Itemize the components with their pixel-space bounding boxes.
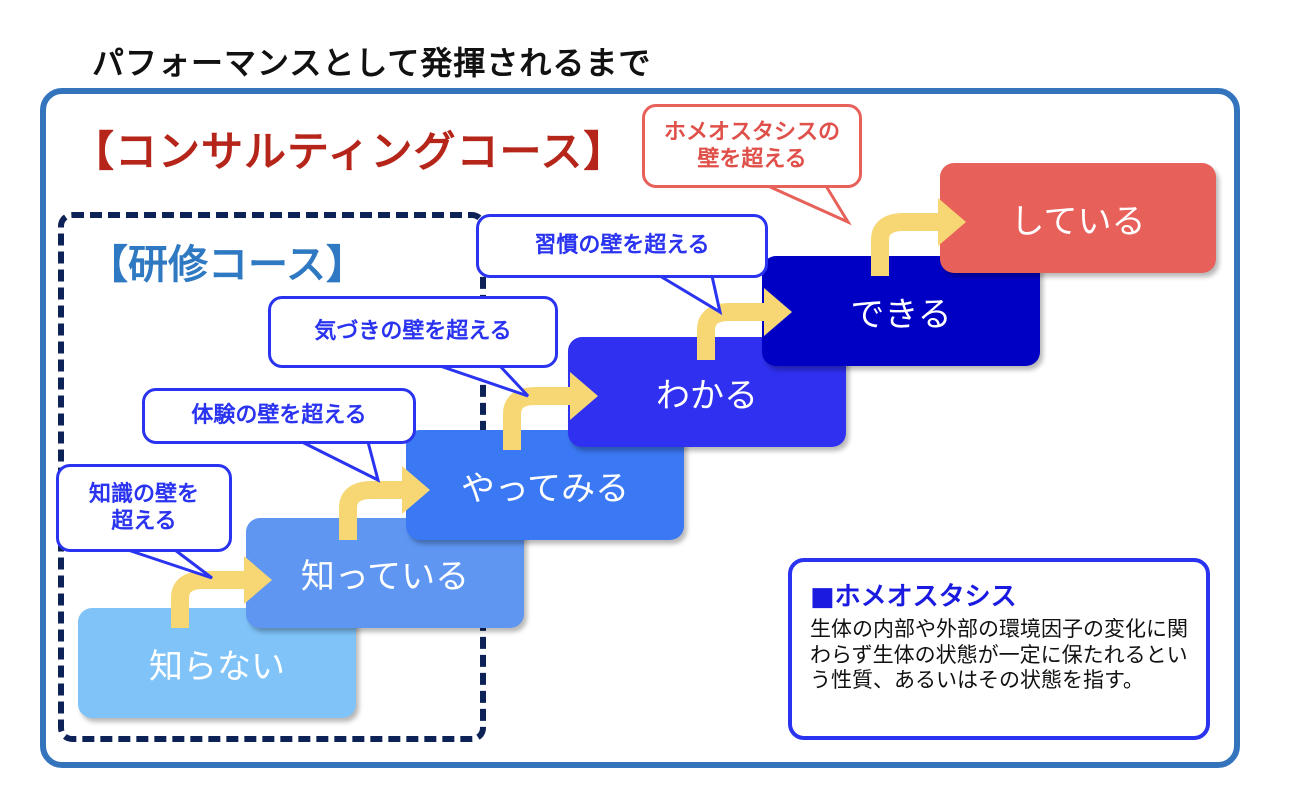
step-dekiru: できる bbox=[762, 256, 1040, 366]
curved-arrow-icon bbox=[871, 213, 942, 276]
bubble-tail-outline bbox=[767, 184, 852, 226]
definition-body: 生体の内部や外部の環境因子の変化に関わらず生体の状態が一定に保たれるという性質、… bbox=[810, 617, 1188, 693]
step-label: 知らない bbox=[149, 646, 285, 687]
step-label: 知っている bbox=[300, 556, 470, 597]
bubble-tail-outline bbox=[659, 274, 723, 316]
step-label: できる bbox=[850, 294, 952, 335]
training-course-label: 【研修コース】 bbox=[88, 242, 366, 288]
curved-arrow-icon bbox=[171, 571, 248, 628]
bubble-tail-outline bbox=[127, 548, 213, 580]
bubble-experience-wall: 体験の壁を超える bbox=[142, 388, 416, 444]
bubble-tail-outline bbox=[439, 364, 530, 398]
homeostasis-definition-box: ■ホメオスタシス 生体の内部や外部の環境因子の変化に関わらず生体の状態が一定に保… bbox=[788, 558, 1210, 740]
bubble-text: 体験の壁を超える bbox=[191, 403, 367, 429]
bubble-text: 習慣の壁を超える bbox=[534, 233, 710, 259]
bubble-homeostasis-wall: ホメオスタシスの 壁を超える bbox=[642, 104, 862, 188]
step-yattemiru: やってみる bbox=[406, 430, 684, 540]
bubble-awareness-wall: 気づきの壁を超える bbox=[268, 296, 558, 368]
bubble-knowledge-wall: 知識の壁を 超える bbox=[56, 464, 232, 552]
consulting-course-frame bbox=[40, 88, 1240, 768]
bubble-text: 知識の壁を 超える bbox=[88, 481, 199, 535]
step-shitteiru: 知っている bbox=[246, 518, 524, 628]
arrow-head-icon bbox=[938, 198, 966, 246]
step-shiteiru: している bbox=[940, 163, 1216, 273]
bubble-text: 気づきの壁を超える bbox=[314, 319, 512, 345]
arrow-head-icon bbox=[244, 556, 272, 604]
bubble-text: ホメオスタシスの 壁を超える bbox=[663, 119, 840, 173]
page-title: パフォーマンスとして発揮されるまで bbox=[92, 44, 652, 82]
step-label: している bbox=[1010, 201, 1146, 242]
definition-title: ■ホメオスタシス bbox=[810, 582, 1017, 612]
curved-arrow-icon bbox=[503, 387, 574, 450]
step-label: やってみる bbox=[460, 468, 630, 509]
curved-arrow-icon bbox=[697, 303, 768, 360]
arrow-head-icon bbox=[764, 288, 792, 336]
arrow-head-icon bbox=[570, 372, 598, 420]
arrow-head-icon bbox=[402, 466, 430, 514]
consulting-course-label: 【コンサルティングコース】 bbox=[72, 127, 627, 176]
bubble-habit-wall: 習慣の壁を超える bbox=[476, 214, 768, 278]
step-label: わかる bbox=[656, 375, 758, 416]
curved-arrow-icon bbox=[339, 481, 406, 540]
bubble-tail-outline bbox=[301, 440, 381, 483]
